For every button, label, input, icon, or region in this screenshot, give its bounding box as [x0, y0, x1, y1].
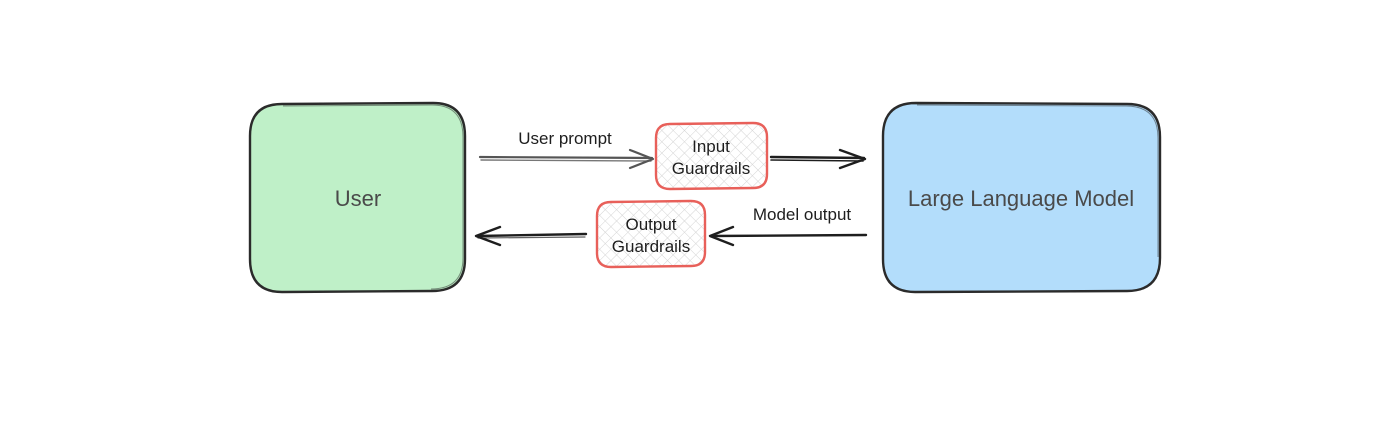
user-box [248, 101, 467, 294]
user-label: User [335, 186, 381, 211]
output-guardrails-box [595, 199, 707, 269]
input-guardrails-line1: Input [692, 137, 730, 156]
output-guardrails-line2: Guardrails [612, 237, 690, 256]
input-guardrails-box [654, 121, 769, 191]
input-guardrails-node: Input Guardrails [654, 121, 769, 191]
llm-label: Large Language Model [908, 186, 1134, 211]
model-output-label: Model output [753, 205, 852, 224]
output-to-user-arrow [474, 225, 588, 247]
output-guardrails-line1: Output [625, 215, 676, 234]
llm-box-sketch [916, 104, 1159, 257]
user-prompt-arrow [478, 148, 655, 170]
input-to-llm-arrow [769, 148, 867, 170]
llm-box [881, 101, 1162, 294]
llm-node: Large Language Model [881, 101, 1162, 294]
input-guardrails-line2: Guardrails [672, 159, 750, 178]
user-box-sketch [282, 104, 464, 290]
model-output-arrow [708, 225, 868, 247]
user-node: User [248, 101, 467, 294]
output-guardrails-node: Output Guardrails [595, 199, 707, 269]
user-prompt-label: User prompt [518, 129, 612, 148]
